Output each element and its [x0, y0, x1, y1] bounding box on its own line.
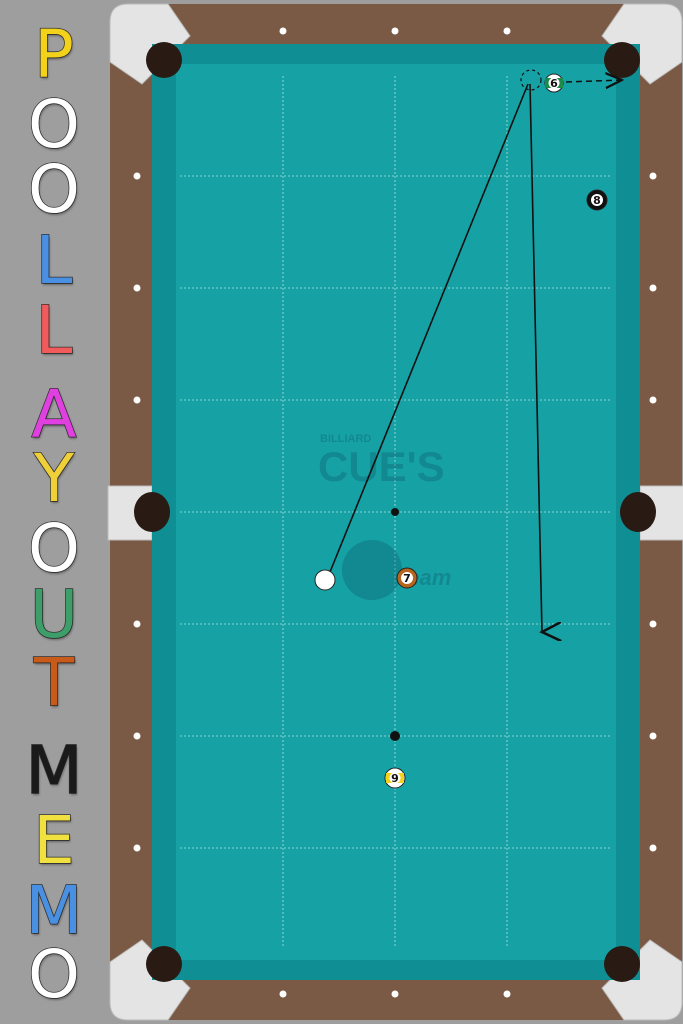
head-spot: [390, 731, 400, 741]
pool-table: BILLIARD CUE'S team 6 7 8 9: [107, 3, 683, 1021]
watermark-big-text: CUE'S: [318, 443, 445, 490]
title-letter: Y: [33, 440, 75, 517]
title-letter: U: [29, 576, 79, 653]
rail-diamonds: [133, 27, 657, 998]
watermark-logo: BILLIARD CUE'S team: [318, 433, 451, 600]
title-letter: O: [27, 936, 80, 1013]
watermark-team-circle: [342, 540, 402, 600]
ball-6-label: 6: [550, 77, 558, 90]
title-letter: M: [25, 872, 83, 949]
cue-path-line: [529, 83, 542, 632]
ball-cue[interactable]: [314, 569, 336, 591]
title-letter: L: [35, 292, 73, 369]
ghost-ball: [520, 69, 542, 91]
pockets: [134, 42, 656, 982]
pocket-bottom-left: [146, 946, 182, 982]
title-letter: T: [33, 644, 75, 721]
pocket-side-right: [620, 492, 656, 532]
pocket-side-left: [134, 492, 170, 532]
ball-9-label: 9: [391, 772, 399, 785]
foot-spot: [391, 508, 399, 516]
ball-8[interactable]: 8: [586, 189, 608, 211]
title-letter: L: [35, 222, 73, 299]
title-letter: A: [31, 376, 78, 453]
ball-7[interactable]: 7: [396, 567, 418, 589]
title-letter: O: [27, 86, 80, 163]
ball-6[interactable]: 6: [544, 73, 564, 93]
title-letter: P: [33, 16, 74, 93]
ball-7-label: 7: [403, 572, 411, 585]
title-letter: E: [32, 802, 75, 879]
watermark-small-text: BILLIARD: [320, 433, 371, 445]
title-letter: M: [25, 732, 83, 809]
title-letter: O: [27, 151, 80, 228]
pocket-top-right: [604, 42, 640, 78]
pocket-top-left: [146, 42, 182, 78]
ball-9[interactable]: 9: [384, 767, 406, 789]
shot-line-cue-to-6: [329, 83, 529, 573]
title-letter: O: [27, 510, 80, 587]
ball-8-label: 8: [593, 194, 601, 207]
pocket-bottom-right: [604, 946, 640, 982]
